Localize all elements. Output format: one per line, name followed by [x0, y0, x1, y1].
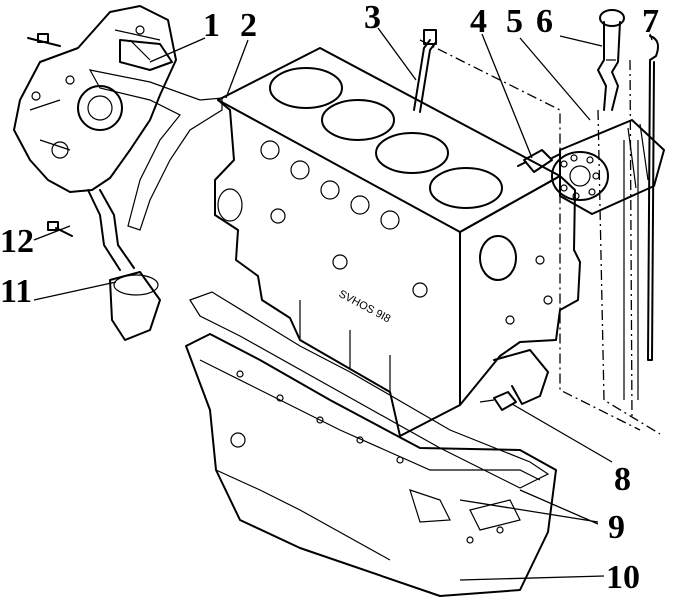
dipstick	[623, 35, 659, 421]
callout-12: 12	[0, 223, 34, 260]
block-casting-mark: SVHOS 9I8	[337, 288, 393, 325]
alignment-line	[419, 39, 641, 431]
oil-pressure-switch	[517, 149, 561, 173]
drain-plug	[479, 349, 549, 411]
callout-3: 3	[364, 0, 381, 36]
front-cover-gasket	[88, 69, 223, 231]
callout-1: 1	[203, 7, 220, 44]
callout-2: 2	[240, 7, 257, 44]
pump-bolt-head	[37, 33, 49, 43]
callout-10: 10	[606, 559, 640, 596]
alignment-line-2	[597, 109, 661, 435]
cylinder-block: SVHOS 9I8	[214, 47, 581, 437]
callout-9: 9	[608, 509, 625, 546]
callout-7: 7	[642, 3, 659, 40]
oil-pan	[185, 333, 557, 597]
leader-lines	[33, 27, 653, 581]
oil-pan-gasket	[189, 291, 550, 531]
oil-pickup-pipe	[47, 189, 161, 341]
dipstick-handle	[597, 9, 625, 111]
callout-11: 11	[0, 273, 32, 310]
dipstick-tube	[413, 29, 437, 113]
callout-4: 4	[470, 3, 487, 40]
callout-8: 8	[614, 461, 631, 498]
callout-6: 6	[536, 3, 553, 40]
callout-5: 5	[506, 3, 523, 40]
oil-filter	[551, 119, 665, 215]
oil-pump-front-cover	[13, 5, 177, 193]
